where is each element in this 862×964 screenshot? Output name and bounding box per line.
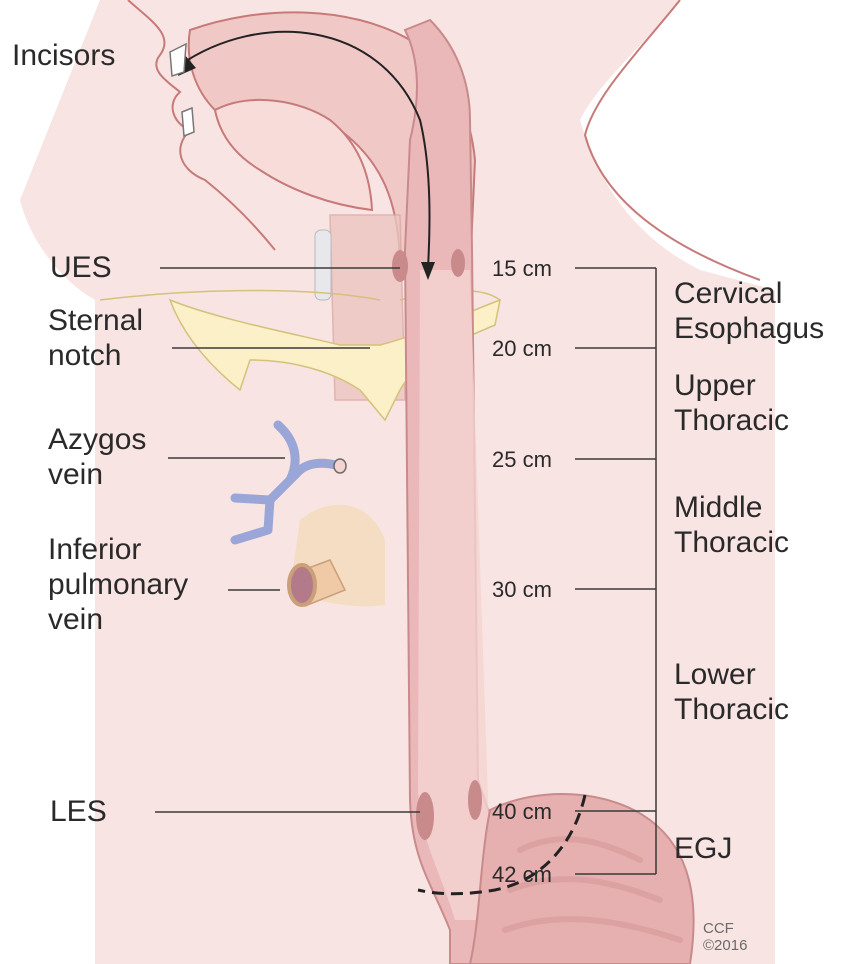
label-ues: UES (50, 250, 112, 285)
label-ipv-line2: pulmonary (48, 567, 188, 602)
azygos-vein-cut (334, 459, 346, 473)
label-sternal-notch-line2: notch (48, 338, 143, 373)
thyroid-cartilage (315, 230, 331, 300)
region-middle-line2: Thoracic (674, 525, 789, 560)
region-upper-line2: Thoracic (674, 403, 789, 438)
label-inferior-pulmonary-vein: Inferior pulmonary vein (48, 532, 188, 637)
region-middle-thoracic: Middle Thoracic (674, 490, 789, 560)
label-azygos-line2: vein (48, 457, 146, 492)
ues-left (392, 250, 408, 282)
measure-15cm: 15 cm (492, 257, 552, 281)
region-cervical-esophagus: Cervical Esophagus (674, 276, 824, 346)
region-lower-line2: Thoracic (674, 692, 789, 727)
credit-line1: CCF (703, 920, 747, 937)
region-egj: EGJ (674, 831, 732, 866)
label-sternal-notch-line1: Sternal (48, 303, 143, 338)
credit-line2: ©2016 (703, 937, 747, 954)
ues-right (451, 249, 465, 277)
label-azygos-line1: Azygos (48, 422, 146, 457)
region-middle-line1: Middle (674, 490, 789, 525)
measure-40cm: 40 cm (492, 800, 552, 824)
measure-25cm: 25 cm (492, 448, 552, 472)
label-ipv-line1: Inferior (48, 532, 188, 567)
label-incisors: Incisors (12, 38, 115, 73)
les-right (468, 780, 482, 820)
region-cervical-line2: Esophagus (674, 311, 824, 346)
region-upper-line1: Upper (674, 368, 789, 403)
region-lower-line1: Lower (674, 657, 789, 692)
measure-42cm: 42 cm (492, 863, 552, 887)
lower-incisor (182, 108, 194, 136)
measure-20cm: 20 cm (492, 337, 552, 361)
label-les: LES (50, 794, 107, 829)
label-ipv-line3: vein (48, 602, 188, 637)
region-upper-thoracic: Upper Thoracic (674, 368, 789, 438)
pulmonary-vein-opening (289, 565, 315, 605)
label-sternal-notch: Sternal notch (48, 303, 143, 373)
label-azygos-vein: Azygos vein (48, 422, 146, 492)
measure-30cm: 30 cm (492, 578, 552, 602)
les-left (416, 792, 434, 840)
region-lower-thoracic: Lower Thoracic (674, 657, 789, 727)
region-cervical-line1: Cervical (674, 276, 824, 311)
copyright-credit: CCF ©2016 (703, 920, 747, 954)
